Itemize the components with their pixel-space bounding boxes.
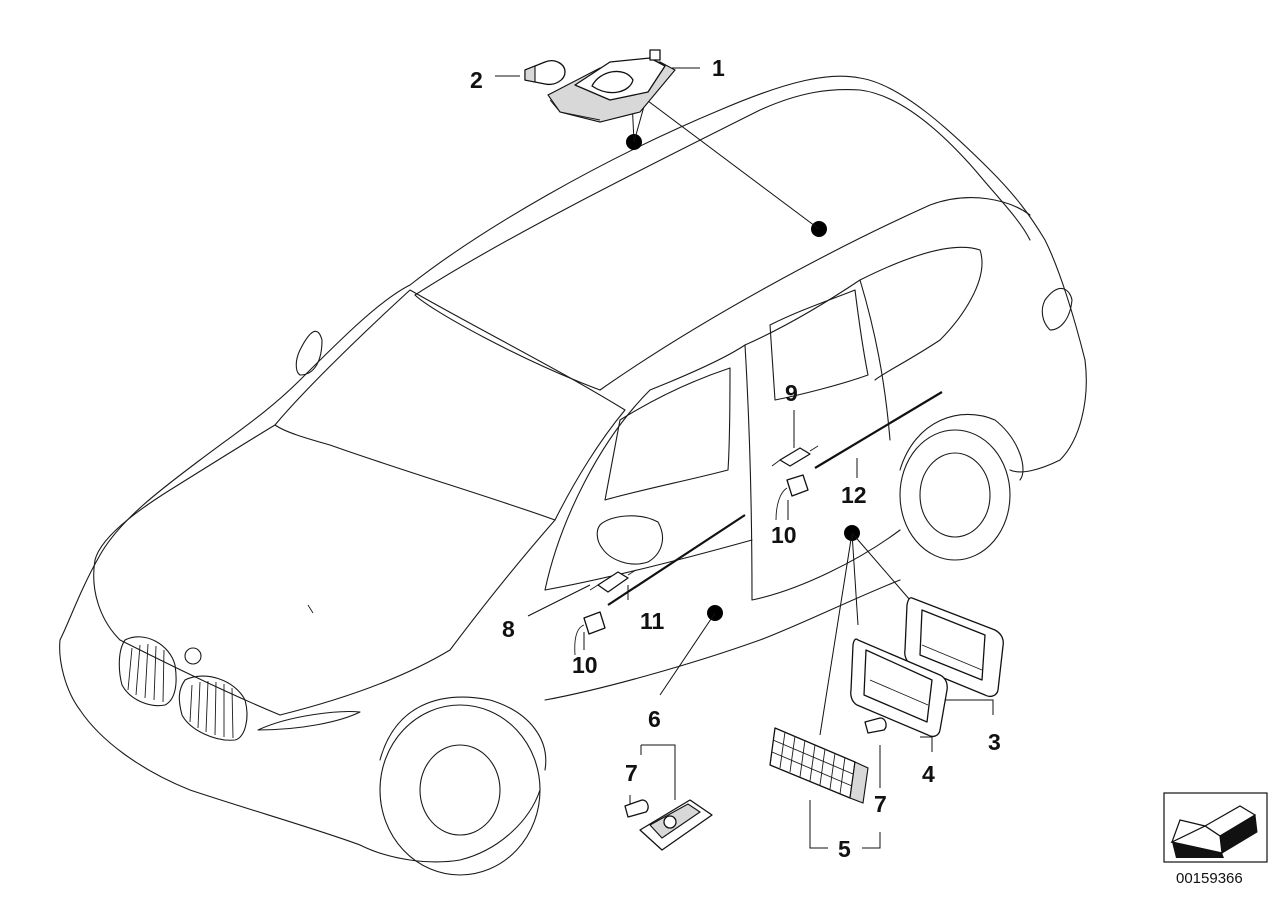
part-4-frame <box>850 638 948 737</box>
callout-9: 9 <box>785 380 798 406</box>
callout-10-front: 10 <box>572 652 598 678</box>
callout-2: 2 <box>470 67 483 93</box>
vehicle-outline <box>59 75 1087 876</box>
part-7-bulb-rear <box>864 717 887 734</box>
part-7-bulb-front <box>624 799 649 818</box>
part-12-light-strip <box>814 391 943 469</box>
callout-8: 8 <box>502 616 515 642</box>
part-1-interior-light <box>547 49 676 123</box>
callout-10-rear: 10 <box>771 522 797 548</box>
part-10-socket-rear <box>775 474 809 521</box>
document-id: 00159366 <box>1176 870 1243 887</box>
part-6-door-light <box>639 799 713 851</box>
arrow-down-left-icon <box>1170 805 1258 858</box>
callout-1: 1 <box>712 55 725 81</box>
navigation-box[interactable] <box>1163 792 1268 863</box>
callout-5: 5 <box>838 836 851 862</box>
leader-lines <box>495 67 994 849</box>
callout-11: 11 <box>640 608 665 634</box>
callout-7-front: 7 <box>625 760 638 786</box>
callout-7-rear: 7 <box>874 791 887 817</box>
part-5-light-housing <box>769 727 869 804</box>
part-8-connector <box>589 569 637 593</box>
part-9-connector <box>771 445 819 467</box>
callout-6: 6 <box>648 706 661 732</box>
callout-labels: 1 2 3 4 5 6 7 7 8 9 10 10 11 12 <box>470 55 1001 862</box>
part-11-light-strip <box>607 514 746 606</box>
part-10-socket-front <box>574 611 606 656</box>
part-2-bulb <box>524 60 566 86</box>
callout-3: 3 <box>988 729 1001 755</box>
callout-4: 4 <box>922 761 935 787</box>
callout-12: 12 <box>841 482 867 508</box>
